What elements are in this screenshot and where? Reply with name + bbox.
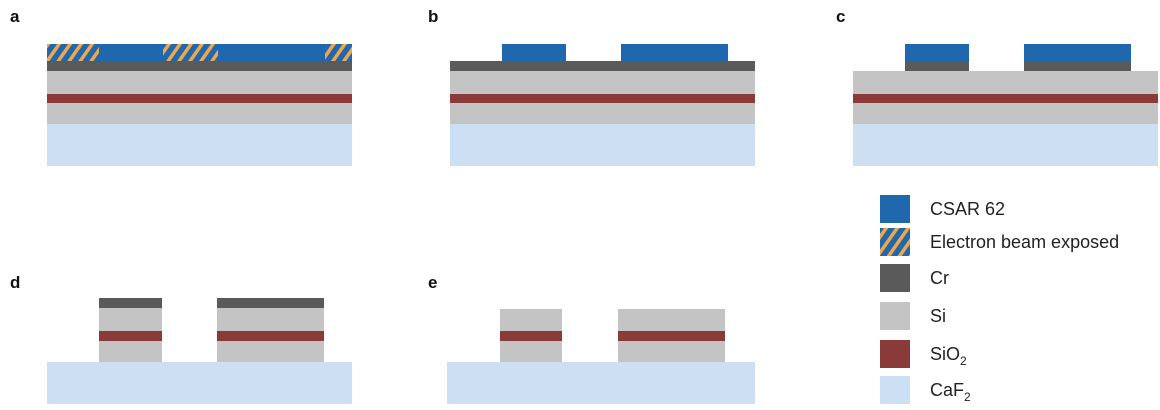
caf2-substrate	[450, 124, 755, 166]
pillar-right-sio2	[618, 331, 725, 341]
panel-e-label: e	[428, 273, 437, 292]
legend-label-caf2-subscript: 2	[964, 390, 971, 404]
caf2-substrate	[47, 124, 352, 166]
si-layer-upper	[450, 71, 755, 94]
sio2-layer	[853, 94, 1158, 103]
panel-a-label: a	[10, 7, 20, 26]
cr-layer	[47, 61, 352, 71]
pillar-left-sio2	[500, 331, 562, 341]
legend-swatch-sio2	[880, 340, 910, 368]
legend-label-exposed: Electron beam exposed	[930, 232, 1119, 252]
legend-item-csar: CSAR 62	[880, 195, 1005, 223]
pillar-right-sio2	[217, 331, 324, 341]
legend-label-cr: Cr	[930, 268, 949, 288]
cr-block-left	[905, 61, 969, 71]
si-layer-lower	[853, 103, 1158, 124]
si-layer-upper	[47, 71, 352, 94]
pillar-right-si-upper	[618, 309, 725, 331]
legend-swatch-csar	[880, 195, 910, 223]
legend-label-sio2-main: SiO	[930, 344, 960, 364]
pillar-left-si-upper	[500, 309, 562, 331]
legend-item-cr: Cr	[880, 264, 949, 292]
legend-swatch-si	[880, 302, 910, 330]
exposed-region-middle	[163, 44, 218, 61]
panel-b-label: b	[428, 7, 438, 26]
csar-resist-block-left	[502, 44, 566, 61]
legend-swatch-caf2	[880, 376, 910, 404]
pillar-left-cr	[99, 298, 162, 308]
panel-c: c	[836, 7, 1158, 166]
legend-label-csar: CSAR 62	[930, 199, 1005, 219]
pillar-left-sio2	[99, 331, 162, 341]
si-layer-lower	[450, 103, 755, 124]
pillar-left-si-upper	[99, 308, 162, 331]
panel-b: b	[428, 7, 755, 166]
csar-resist-block-right	[621, 44, 728, 61]
pillar-left-si-lower	[500, 341, 562, 362]
exposed-region-left	[47, 44, 99, 61]
cr-block-right	[1024, 61, 1131, 71]
legend-label-sio2-subscript: 2	[960, 354, 967, 368]
sio2-layer	[47, 94, 352, 103]
sio2-layer	[450, 94, 755, 103]
csar-resist-block-right	[1024, 44, 1131, 61]
si-layer-lower	[47, 103, 352, 124]
panel-c-label: c	[836, 7, 845, 26]
legend-label-caf2-main: CaF	[930, 380, 964, 400]
legend-swatch-exposed	[880, 228, 910, 256]
pillar-right-si-upper	[217, 308, 324, 331]
legend-swatch-cr	[880, 264, 910, 292]
exposed-region-right	[325, 44, 352, 61]
panel-e: e	[428, 273, 755, 404]
csar-resist-block-left	[905, 44, 969, 61]
legend-item-caf2: CaF2	[880, 376, 971, 404]
legend-item-exposed: Electron beam exposed	[880, 228, 1119, 256]
caf2-substrate	[47, 362, 352, 404]
panel-d: d	[10, 273, 352, 404]
legend-label-si: Si	[930, 306, 946, 326]
panel-a: a	[10, 7, 352, 166]
si-layer-upper	[853, 71, 1158, 94]
legend-item-si: Si	[880, 302, 946, 330]
legend-item-sio2: SiO2	[880, 340, 967, 368]
caf2-substrate	[853, 124, 1158, 166]
legend-label-caf2: CaF2	[930, 380, 971, 404]
legend: CSAR 62 Electron beam exposed Cr Si SiO2…	[880, 195, 1119, 404]
pillar-right-cr	[217, 298, 324, 308]
cr-layer	[450, 61, 755, 71]
caf2-substrate	[447, 362, 755, 404]
pillar-left-si-lower	[99, 341, 162, 362]
pillar-right-si-lower	[618, 341, 725, 362]
panel-d-label: d	[10, 273, 20, 292]
pillar-right-si-lower	[217, 341, 324, 362]
legend-label-sio2: SiO2	[930, 344, 967, 368]
